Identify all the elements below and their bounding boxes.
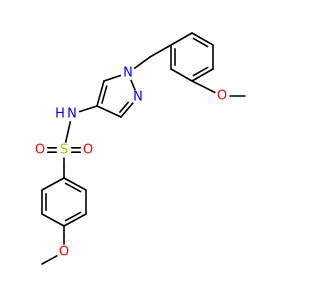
bond-ring1_C4-ring1_C5 (170, 68, 193, 82)
bond-pz_N2-pz_C3-inner (123, 101, 129, 109)
bond-pz_C4-pz_C5-inner (101, 85, 108, 104)
atom-label-S: S (60, 143, 68, 158)
atom-S: S (56, 142, 72, 158)
bond-meo1_O-ring1_C4 (191, 80, 205, 88)
atom-meo1_O: O (214, 88, 230, 104)
bond-pz_C4-NH (87, 105, 98, 110)
bond-pz_C5-pz_N1 (103, 77, 114, 82)
atom-label-NH: N (67, 107, 77, 122)
atom-pz_N2: N (130, 89, 146, 105)
bond-ring2_C1-ring2_C2-inner (64, 182, 82, 193)
bond-pz_C4-pz_C5 (96, 80, 105, 107)
bond-meo1_O-ring1_C4 (202, 86, 217, 94)
bond-ring1_C3-ring1_C4 (191, 68, 214, 82)
atom-SO_a: O (32, 142, 48, 158)
bond-ring1_C3-ring1_C4-inner (192, 66, 209, 77)
bond-pz_C4-NH (78, 108, 89, 113)
bond-ring2_C1-ring2_C2 (63, 177, 87, 191)
bond-ring1_C6-ring1_C1 (170, 32, 193, 46)
bond-NH-S (64, 131, 69, 144)
atom-NH_H: H (52, 106, 68, 122)
atom-label-meo2_O: O (59, 245, 69, 260)
bond-CH2-pz_N1 (141, 56, 151, 64)
bond-ring2_C6-ring2_C1 (41, 177, 65, 191)
bond-pz_C3-pz_C4 (96, 105, 122, 118)
bond-ring1_C1-ring1_C2-inner (192, 37, 209, 48)
bond-ring2_C3-ring2_C4 (63, 213, 87, 227)
bond-ring1_C6-CH2 (149, 44, 172, 58)
bond-pz_N2-pz_C3 (120, 109, 128, 118)
bond-meo2_O-meo2_CH3 (48, 254, 59, 261)
bond-pz_N1-pz_N2 (130, 79, 136, 91)
atom-pz_N1: N (120, 65, 136, 81)
atom-label-meo1_O: O (217, 89, 227, 104)
atom-NH: N (64, 106, 80, 122)
bond-ring2_C4-ring2_C5 (41, 213, 65, 227)
atom-SO_b: O (80, 142, 96, 158)
bond-meo2_O-meo2_CH3 (41, 258, 51, 265)
atom-label-SO_a: O (35, 143, 45, 158)
bond-pz_C5-pz_N1 (111, 74, 122, 79)
bond-CH2-pz_N1 (133, 61, 143, 70)
bond-ring2_C3-ring2_C4-inner (64, 211, 82, 222)
atom-meo2_O: O (56, 244, 72, 260)
atom-label-pz_N1: N (123, 66, 133, 81)
atom-label-SO_b: O (83, 143, 93, 158)
bond-ring1_C1-ring1_C2 (191, 32, 214, 46)
bond-NH-S (67, 120, 72, 133)
atom-label-pz_N2: N (133, 90, 143, 105)
atom-label-NH_H: H (55, 107, 65, 122)
bonds-layer (41, 32, 246, 265)
bond-pz_N2-pz_C3-inner (119, 106, 125, 113)
bond-pz_N2-pz_C3 (126, 101, 134, 111)
